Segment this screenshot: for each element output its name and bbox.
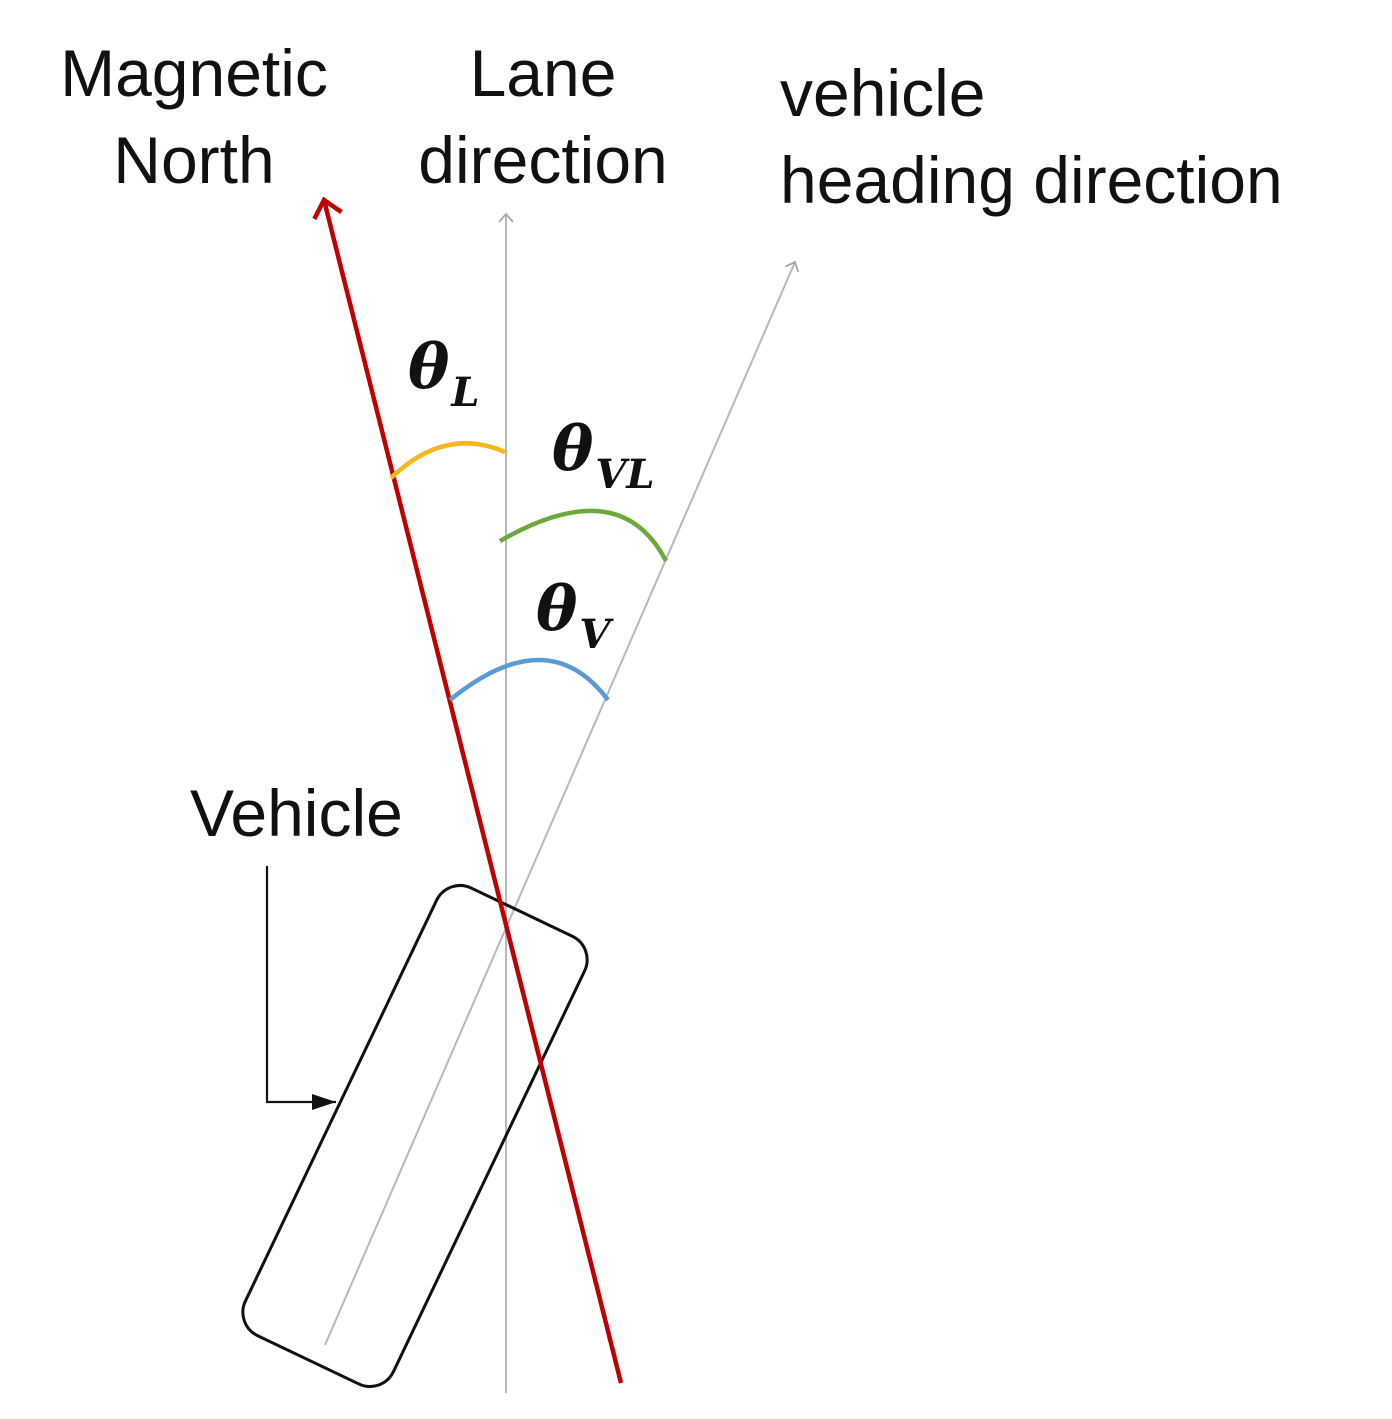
theta-v-label: θV <box>536 572 610 658</box>
lane-direction-label: Lane direction <box>398 30 688 204</box>
theta-l-label: θL <box>408 330 479 416</box>
theta-v-subscript: V <box>579 611 611 658</box>
vehicle-heading-label: vehicle heading direction <box>780 50 1283 224</box>
vehicle-heading-label-line-2: heading direction <box>780 143 1283 218</box>
theta-vl-label: θVL <box>552 412 655 498</box>
vehicle-label: Vehicle <box>190 776 403 850</box>
magnetic-north-label: Magnetic North <box>36 30 352 204</box>
theta-v-arc <box>448 657 610 702</box>
lane-direction-label-line-1: Lane <box>469 36 617 110</box>
lane-direction-label-line-2: direction <box>418 123 668 198</box>
vehicle-heading-label-line-1: vehicle <box>780 56 986 130</box>
vehicle-outline <box>241 884 589 1388</box>
theta-vl-symbol: θ <box>552 412 594 485</box>
theta-l-arc <box>389 441 506 480</box>
vehicle-callout-leader <box>265 866 336 1110</box>
theta-v-symbol: θ <box>536 572 578 645</box>
theta-l-subscript: L <box>451 369 480 416</box>
theta-l-symbol: θ <box>408 330 450 403</box>
vehicle-heading-line <box>324 260 800 1346</box>
magnetic-north-label-line-1: Magnetic <box>60 36 328 110</box>
theta-vl-arc <box>498 508 668 563</box>
magnetic-north-label-line-2: North <box>113 123 275 198</box>
magnetic-north-line <box>312 196 624 1384</box>
theta-vl-subscript: VL <box>595 451 655 498</box>
